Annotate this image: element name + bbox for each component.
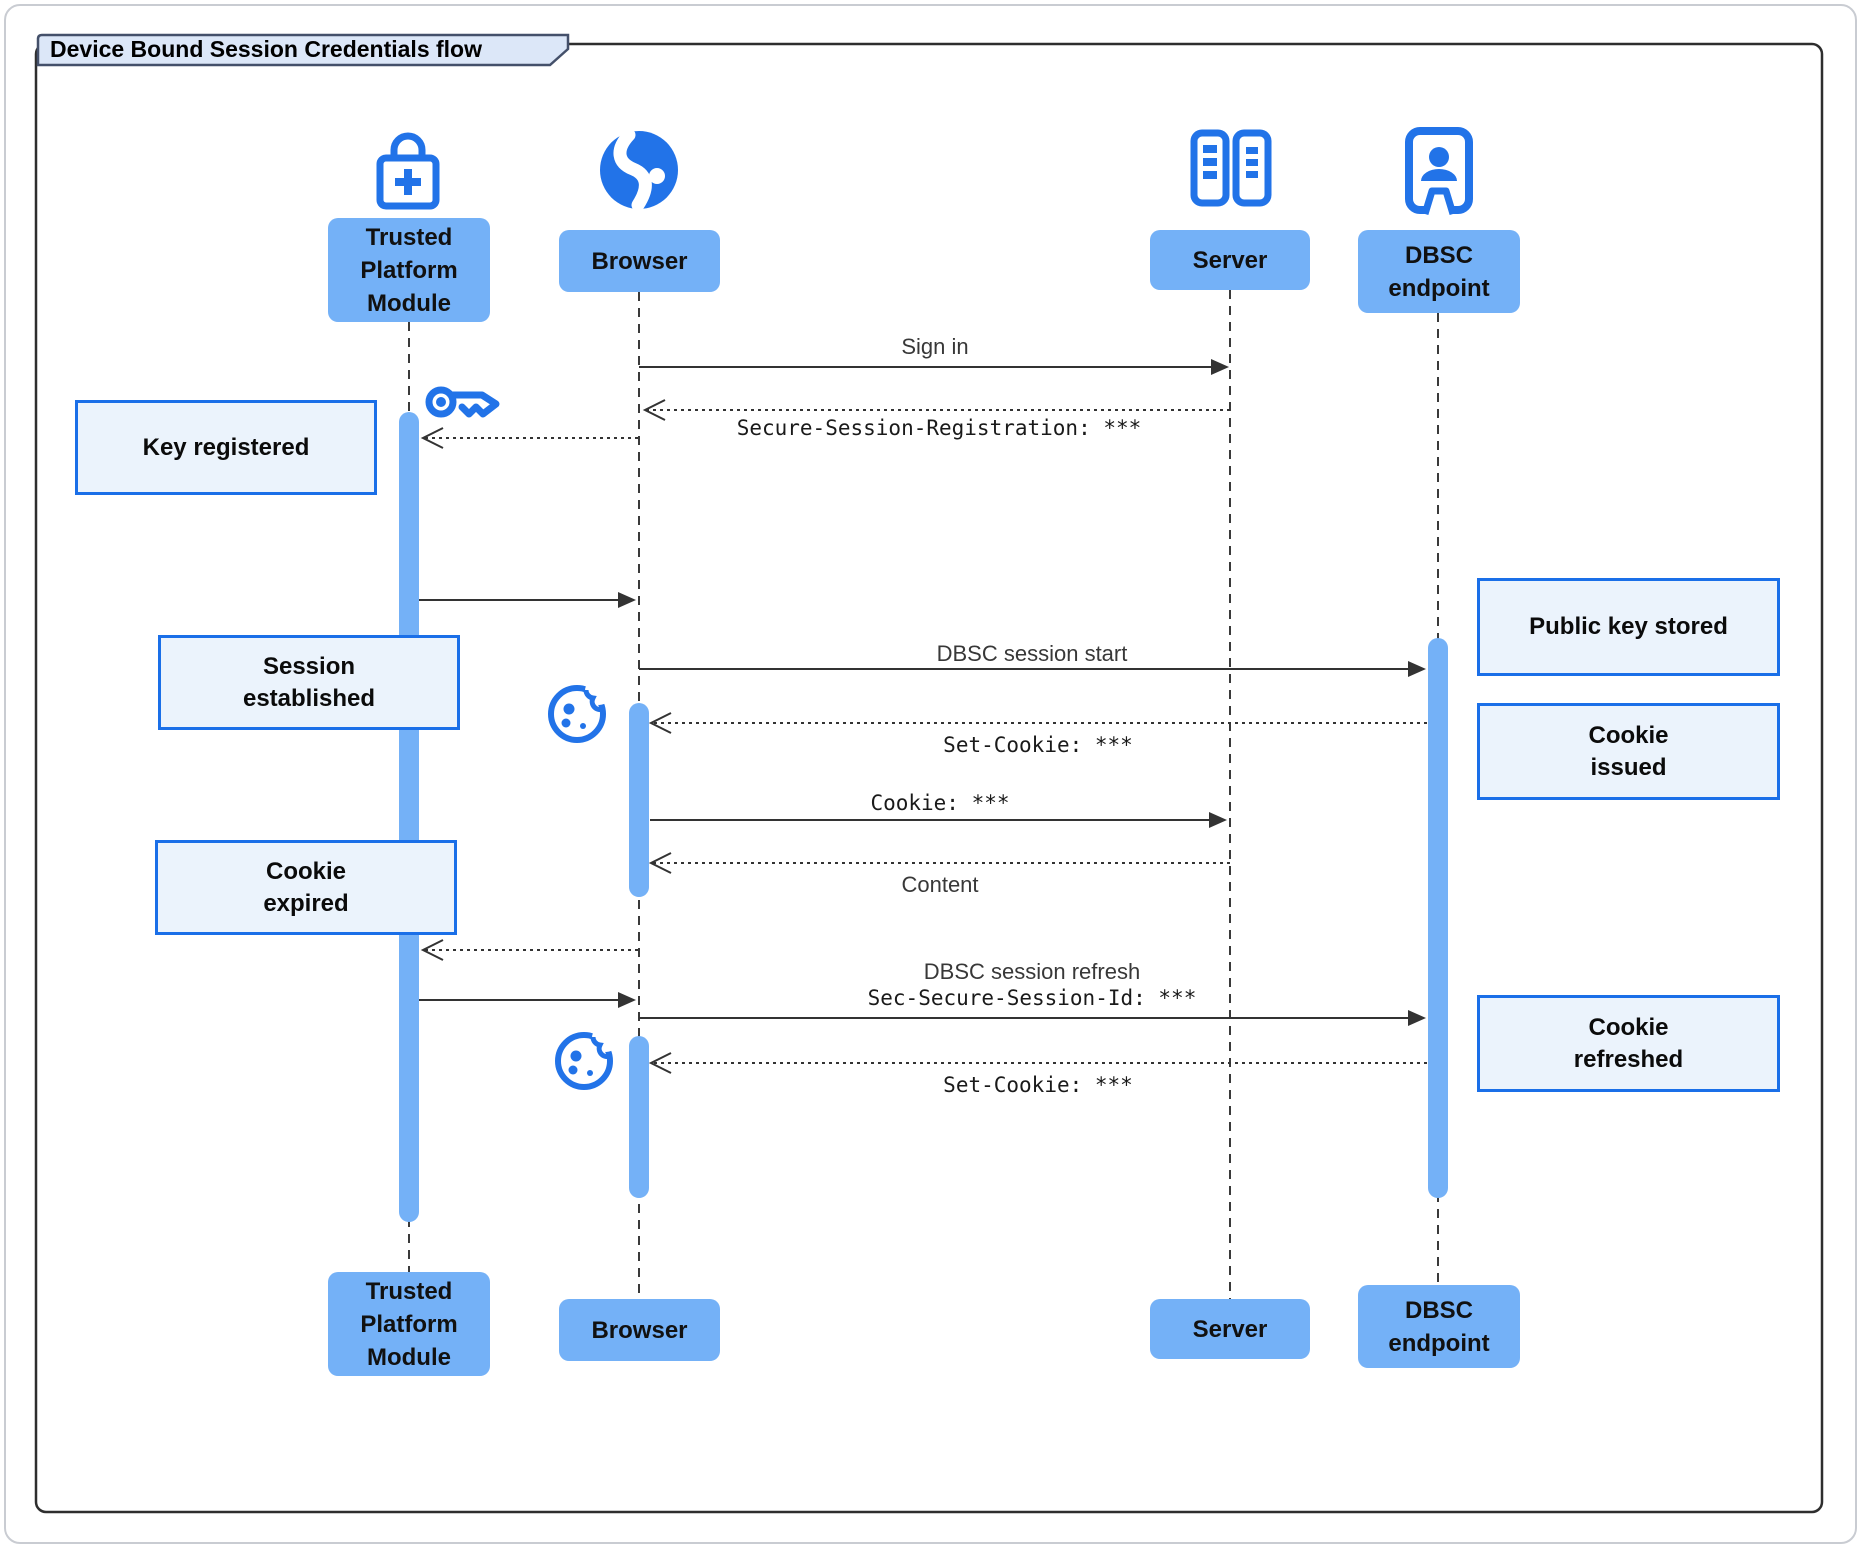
id-badge-icon [1405, 127, 1473, 216]
actor-tpm-bottom: Trusted Platform Module [328, 1272, 490, 1376]
cookie-icon [555, 1026, 618, 1090]
note-session-established: Session established [158, 635, 460, 730]
globe-icon [600, 128, 678, 212]
arrow-dbsc-session-refresh [639, 1010, 1426, 1026]
label-secure-session-registration: Secure-Session-Registration: *** [736, 416, 1142, 440]
arrow-tpm-to-browser-key [419, 592, 636, 608]
label-sign-in: Sign in [901, 334, 969, 359]
key-icon [425, 386, 500, 418]
arrow-browser-to-tpm-expired [420, 939, 638, 961]
arrow-browser-to-tpm-register [420, 427, 638, 449]
arrow-sign-in [639, 359, 1229, 375]
activation-bar-browser-1 [629, 703, 649, 897]
actor-dbsc-bottom: DBSC endpoint [1358, 1285, 1520, 1368]
note-key-registered: Key registered [75, 400, 377, 495]
arrow-content [648, 852, 1230, 874]
actor-tpm-top: Trusted Platform Module [328, 218, 490, 322]
arrow-dbsc-session-start [639, 661, 1426, 677]
activation-bar-tpm [399, 412, 419, 1222]
note-cookie-refreshed: Cookie refreshed [1477, 995, 1780, 1092]
server-rack-icon [1190, 129, 1272, 207]
arrow-secure-session-registration [642, 399, 1230, 421]
actor-browser-top: Browser [559, 230, 720, 292]
title-tab-shape [36, 33, 570, 67]
arrow-set-cookie-2 [648, 1052, 1427, 1074]
label-set-cookie-1: Set-Cookie: *** [943, 733, 1133, 757]
diagram-title: Device Bound Session Credentials flow [50, 36, 482, 62]
label-dbsc-session-start: DBSC session start [936, 641, 1128, 666]
label-sec-secure-session-id: Sec-Secure-Session-Id: *** [867, 986, 1197, 1010]
actor-server-top: Server [1150, 230, 1310, 290]
note-public-key-stored: Public key stored [1477, 578, 1780, 676]
arrow-set-cookie-1 [648, 712, 1427, 734]
label-dbsc-session-refresh: DBSC session refresh [923, 959, 1141, 984]
diagram-border [34, 42, 1824, 1514]
actor-browser-bottom: Browser [559, 1299, 720, 1361]
actor-dbsc-top: DBSC endpoint [1358, 230, 1520, 313]
label-set-cookie-2: Set-Cookie: *** [943, 1073, 1133, 1097]
actor-server-bottom: Server [1150, 1299, 1310, 1359]
cookie-icon [548, 679, 611, 743]
note-cookie-expired: Cookie expired [155, 840, 457, 935]
activation-bar-dbsc [1428, 638, 1448, 1198]
lock-plus-icon [376, 132, 440, 210]
arrow-tpm-to-browser-refresh [419, 992, 636, 1008]
activation-bar-browser-2 [629, 1036, 649, 1198]
label-content: Content [901, 872, 979, 897]
note-cookie-issued: Cookie issued [1477, 703, 1780, 800]
arrow-cookie [650, 812, 1227, 828]
label-cookie: Cookie: *** [870, 791, 1010, 815]
title-tab [36, 33, 570, 67]
outer-frame [4, 4, 1857, 1544]
